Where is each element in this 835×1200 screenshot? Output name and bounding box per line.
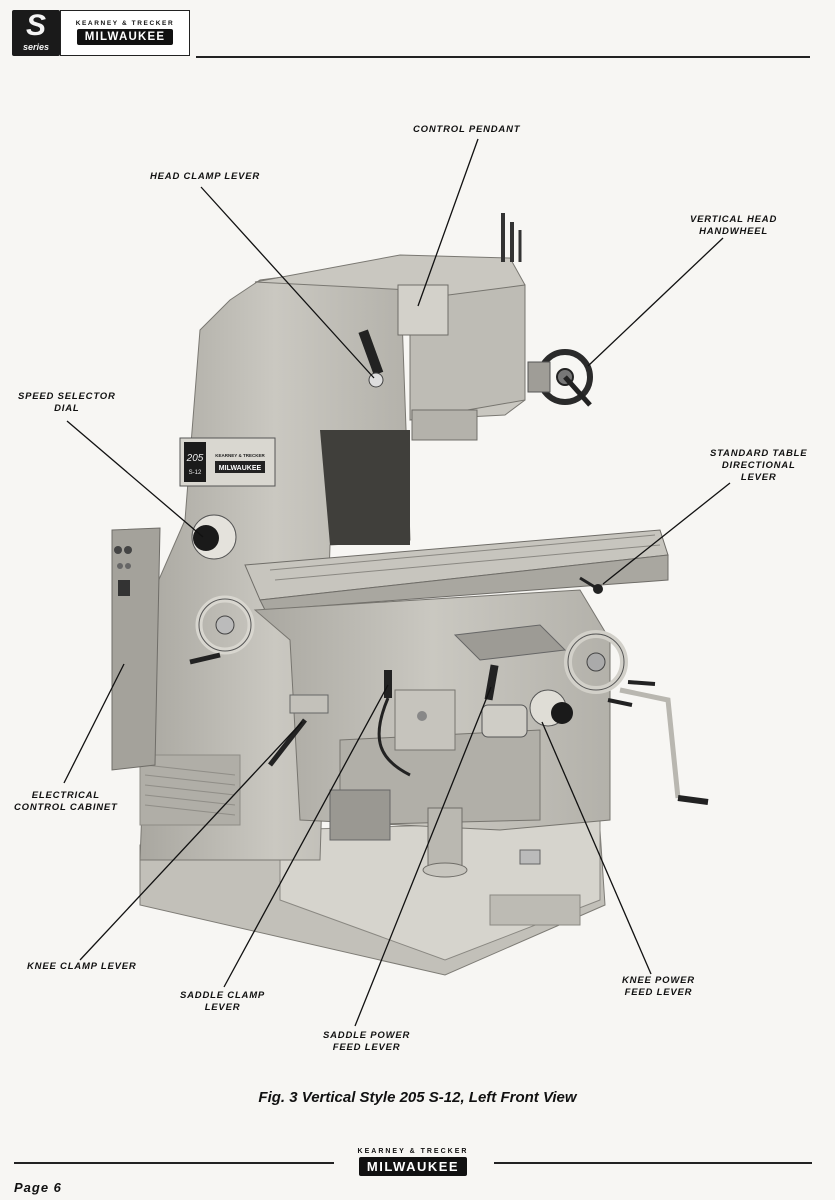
leader-control-pendant [417,138,479,307]
leader-knee-power-feed-lever [541,721,652,975]
footer-brand-logo: KEARNEY & TRECKER MILWAUKEE [340,1148,486,1176]
electrical-cabinet [111,527,161,771]
table-handwheel [189,595,255,665]
machine-levers [268,664,499,777]
label-control-pendant: CONTROL PENDANT [413,124,521,135]
header-brand-top: KEARNEY & TRECKER [75,20,175,27]
leader-head-clamp-lever [200,186,375,379]
label-standard-table-directional-lever: STANDARD TABLE DIRECTIONAL LEVER [710,448,808,483]
label-knee-power-feed-lever: KNEE POWER FEED LEVER [622,975,695,998]
knee-handwheel [564,630,709,805]
machine-column [139,261,411,861]
series-letter: S [25,9,46,42]
label-vertical-head-handwheel: VERTICAL HEAD HANDWHEEL [690,214,778,237]
leader-electrical-cabinet [63,663,125,784]
footer-brand-main: MILWAUKEE [359,1157,467,1176]
machine-table [244,529,669,611]
machine-knee [253,589,611,831]
plate-model: S-12 [189,470,202,476]
plate-number: 205 [186,453,204,464]
figure-caption: Fig. 3 Vertical Style 205 S-12, Left Fro… [258,1089,577,1106]
footer-rule-right [494,1162,812,1164]
label-electrical-control-cabinet: ELECTRICAL CONTROL CABINET [14,790,118,813]
leader-saddle-clamp-lever [223,684,389,988]
speed-selector-dial [191,514,237,560]
header-brand-main: MILWAUKEE [77,29,173,45]
pedestal [329,789,541,878]
header-brand-logo: KEARNEY & TRECKER MILWAUKEE [60,10,190,56]
label-speed-selector-dial: SPEED SELECTOR DIAL [18,391,116,414]
header-rule [196,56,810,58]
vertical-head-handwheel [527,349,593,407]
label-saddle-clamp-lever: SADDLE CLAMP LEVER [180,990,266,1013]
machine-head [254,213,526,441]
leader-saddle-power-feed-lever [354,686,492,1027]
label-saddle-power-feed-lever: SADDLE POWER FEED LEVER [323,1030,411,1053]
label-knee-clamp-lever: KNEE CLAMP LEVER [27,961,137,972]
plate-brand-main: MILWAUKEE [219,465,262,472]
leader-table-directional-lever [602,482,731,585]
label-head-clamp-lever: HEAD CLAMP LEVER [150,171,261,182]
page-number: Page 6 [14,1180,62,1195]
machine-name-plate: 205 S-12 KEARNEY & TRECKER MILWAUKEE [179,437,276,487]
footer-brand-top: KEARNEY & TRECKER [357,1148,469,1155]
leader-speed-selector-dial [66,420,204,538]
series-word: series [22,42,50,52]
leader-knee-clamp-lever [79,721,303,961]
feed-dial [481,689,573,738]
series-logo: S series [12,10,60,56]
footer-rule-left [14,1162,334,1164]
plate-brand-top: KEARNEY & TRECKER [215,453,265,458]
leader-vertical-head-handwheel [587,237,724,367]
